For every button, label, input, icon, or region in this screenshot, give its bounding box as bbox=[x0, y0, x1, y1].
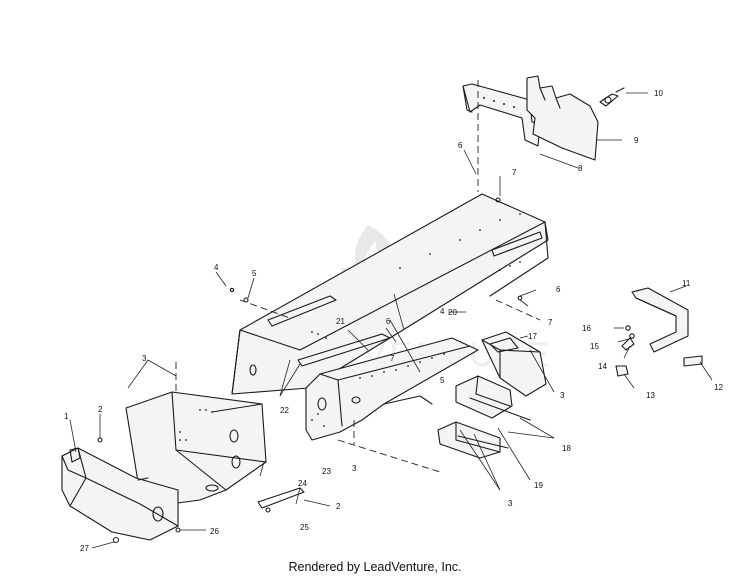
front-bulkhead-box bbox=[125, 391, 267, 505]
callout-7: 7 bbox=[548, 318, 553, 327]
tunnel bbox=[231, 193, 549, 395]
callout-11: 11 bbox=[682, 279, 691, 288]
callout-17: 17 bbox=[528, 332, 537, 341]
callout-14: 14 bbox=[598, 362, 607, 371]
callout-23: 23 bbox=[322, 467, 331, 476]
callout-24: 24 bbox=[298, 479, 307, 488]
callout-21: 21 bbox=[336, 317, 345, 326]
callout-10: 10 bbox=[654, 89, 663, 98]
leader-lines bbox=[69, 92, 713, 549]
callout-1: 1 bbox=[64, 412, 69, 421]
callouts: 1 2 2 3 3 3 3 4 4 5 5 6 6 6 7 7 7 8 9 10… bbox=[64, 89, 723, 553]
callout-19: 19 bbox=[534, 481, 543, 490]
callout-3: 3 bbox=[142, 354, 147, 363]
callout-22: 22 bbox=[280, 406, 289, 415]
callout-4: 4 bbox=[214, 263, 219, 272]
callout-4: 4 bbox=[440, 307, 445, 316]
flap-fastener bbox=[599, 87, 625, 107]
callout-5: 5 bbox=[252, 269, 257, 278]
handle-assembly bbox=[631, 287, 703, 367]
callout-2: 2 bbox=[98, 405, 103, 414]
rear-bumper-bracket bbox=[462, 83, 541, 147]
callout-3: 3 bbox=[352, 464, 357, 473]
callout-9: 9 bbox=[634, 136, 639, 145]
callout-26: 26 bbox=[210, 527, 219, 536]
steering-brackets bbox=[437, 331, 547, 459]
callout-16: 16 bbox=[582, 324, 591, 333]
callout-7: 7 bbox=[512, 168, 517, 177]
callout-6: 6 bbox=[458, 141, 463, 150]
callout-5: 5 bbox=[440, 376, 445, 385]
callout-20: 20 bbox=[448, 308, 457, 317]
bulkhead bbox=[305, 337, 479, 441]
callout-2: 2 bbox=[336, 502, 341, 511]
rendered-by-footer: Rendered by LeadVenture, Inc. bbox=[288, 560, 462, 574]
snow-flap bbox=[526, 75, 599, 161]
callout-13: 13 bbox=[646, 391, 655, 400]
callout-15: 15 bbox=[590, 342, 599, 351]
callout-3: 3 bbox=[508, 499, 513, 508]
callout-6: 6 bbox=[556, 285, 561, 294]
callout-8: 8 bbox=[578, 164, 583, 173]
assembly-lines bbox=[175, 80, 541, 473]
callout-12: 12 bbox=[714, 383, 723, 392]
callout-18: 18 bbox=[562, 444, 571, 453]
callout-7: 7 bbox=[390, 354, 395, 363]
callout-6: 6 bbox=[386, 317, 391, 326]
callout-3: 3 bbox=[560, 391, 565, 400]
callout-25: 25 bbox=[300, 523, 309, 532]
callout-27: 27 bbox=[80, 544, 89, 553]
